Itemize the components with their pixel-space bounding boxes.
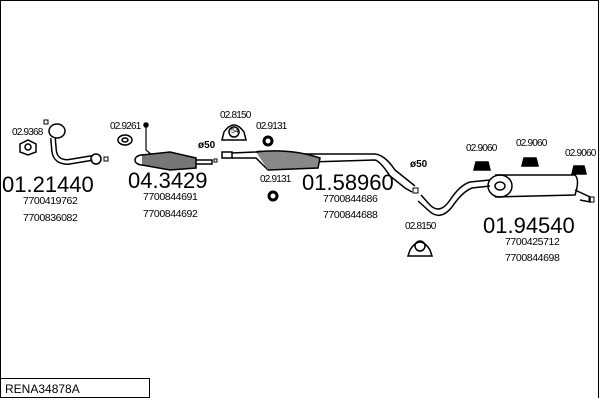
accessory-number: 02.8150 — [405, 221, 436, 232]
oe-number: 7700844698 — [505, 252, 560, 264]
catalyst-drawing — [134, 122, 218, 171]
accessory-number: 02.9131 — [260, 174, 291, 185]
oe-number: 7700425712 — [505, 236, 560, 248]
middle-pipe-drawing — [221, 150, 419, 194]
accessory-number: 02.9060 — [516, 138, 547, 149]
hanger-02-9131-icon — [262, 135, 279, 202]
oe-number: 7700844686 — [323, 193, 378, 205]
accessory-number: 02.8150 — [220, 110, 251, 121]
accessory-number: 02.9368 — [12, 127, 43, 138]
pipe-diameter-label: ø50 — [410, 159, 428, 170]
accessory-number: 02.9261 — [110, 121, 141, 132]
accessory-number: 02.9060 — [466, 143, 497, 154]
oe-number: 7700844691 — [143, 191, 198, 203]
part-number: 01.94540 — [483, 213, 575, 238]
rear-silencer-drawing — [417, 174, 595, 216]
gasket-02-9261-icon — [117, 134, 133, 146]
clamp-size-label: 54 — [231, 128, 239, 135]
accessory-number: 02.9131 — [256, 121, 287, 132]
diagram-code-label: RENA34878A — [0, 378, 150, 398]
front-pipe-drawing — [43, 119, 109, 166]
pipe-diameter-label: ø50 — [198, 140, 216, 151]
accessory-number: 02.9060 — [565, 148, 596, 159]
clamp-02-8150-rear-icon — [406, 240, 434, 257]
oe-number: 7700844692 — [143, 208, 198, 220]
rubber-mount-02-9060-icon — [473, 157, 587, 175]
oe-number: 7700844688 — [323, 209, 378, 221]
part-number: 04.3429 — [128, 168, 208, 193]
gasket-02-9368-icon — [19, 139, 37, 156]
oe-number: 7700419762 — [23, 195, 78, 207]
part-number: 01.58960 — [302, 170, 394, 195]
clamp-02-8150-icon — [221, 124, 247, 141]
part-number: 01.21440 — [2, 172, 94, 197]
oe-number: 7700836082 — [23, 212, 78, 224]
